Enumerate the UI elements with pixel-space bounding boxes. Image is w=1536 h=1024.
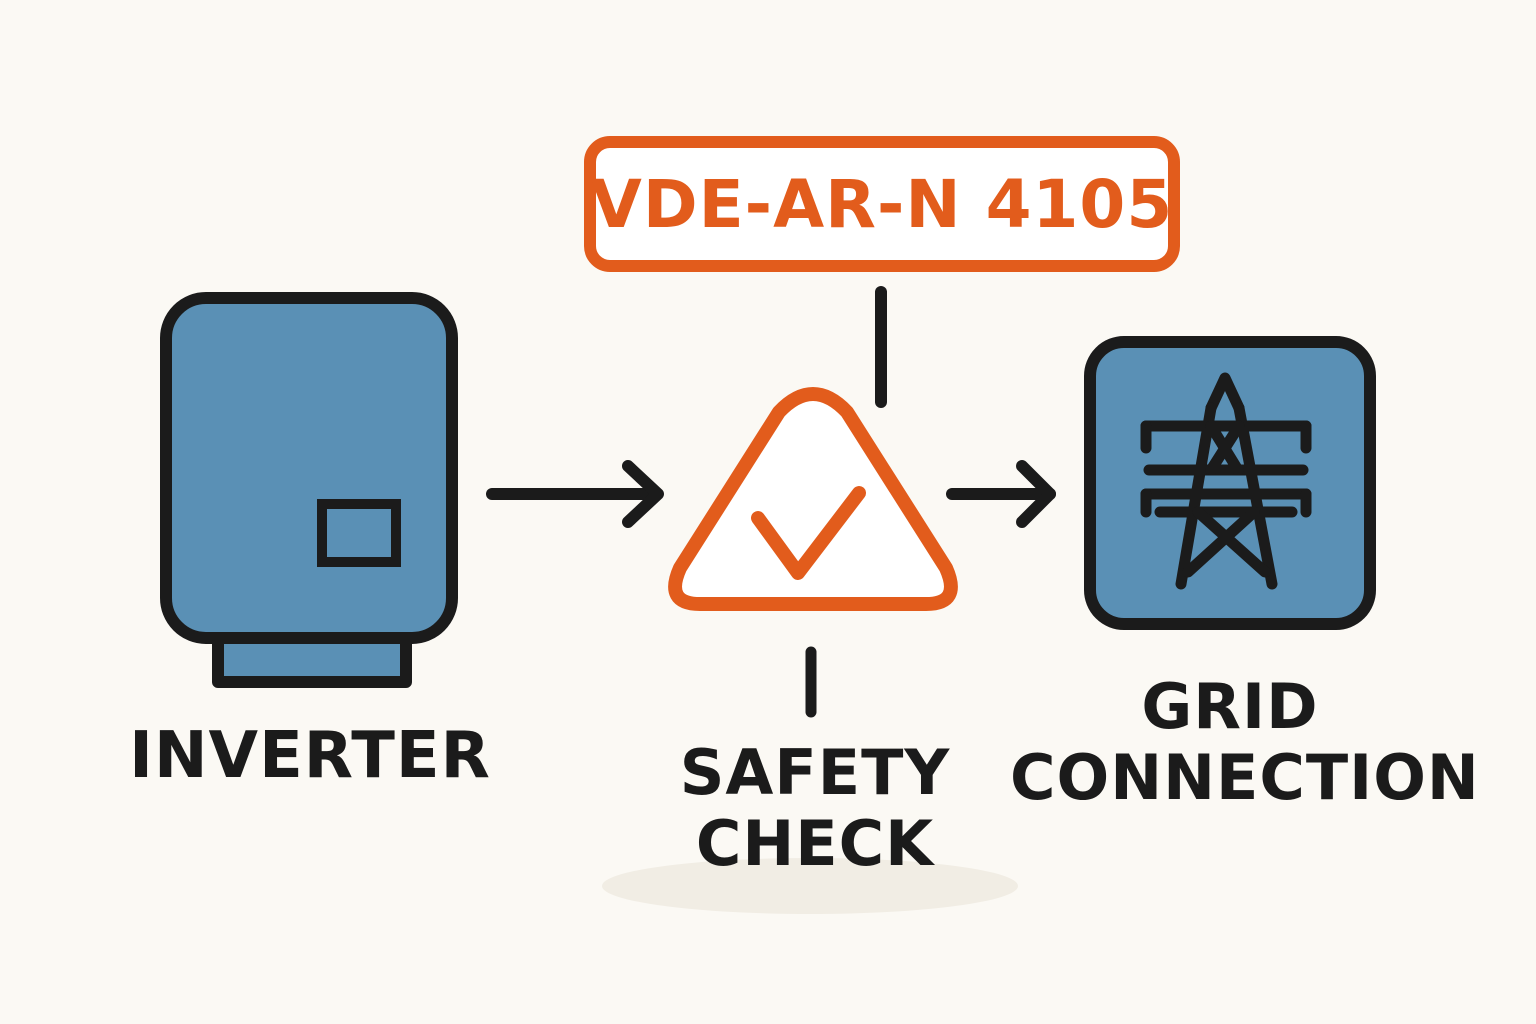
safety-check-label-line-1: SAFETY — [679, 736, 951, 809]
inverter-label: INVERTER — [110, 720, 510, 793]
standard-label: VDE-AR-N 4105 — [590, 165, 1174, 243]
flow-arrow-2 — [946, 460, 1056, 528]
grid-connection-label-line-2: CONNECTION — [1010, 740, 1480, 814]
tower-lines — [1140, 372, 1312, 590]
inverter-label-text: INVERTER — [129, 719, 491, 793]
grid-connection-label: GRID CONNECTION — [1010, 670, 1480, 814]
grid-box — [1084, 336, 1376, 630]
warning-triangle — [668, 387, 958, 611]
flow-arrow-1 — [486, 460, 664, 528]
transmission-tower-icon — [1084, 336, 1376, 630]
safety-check-label: SAFETY CHECK — [610, 736, 1020, 880]
standard-badge: VDE-AR-N 4105 — [584, 136, 1180, 272]
warning-triangle-check-icon — [668, 387, 958, 611]
check-mark-icon — [751, 486, 866, 580]
grid-connection-label-line-1: GRID — [1141, 670, 1319, 743]
inverter-icon — [160, 292, 458, 688]
safety-check-label-line-2: CHECK — [695, 806, 935, 880]
inverter-body — [160, 292, 458, 644]
inverter-display — [317, 499, 401, 567]
ground-shadow — [602, 858, 1018, 914]
